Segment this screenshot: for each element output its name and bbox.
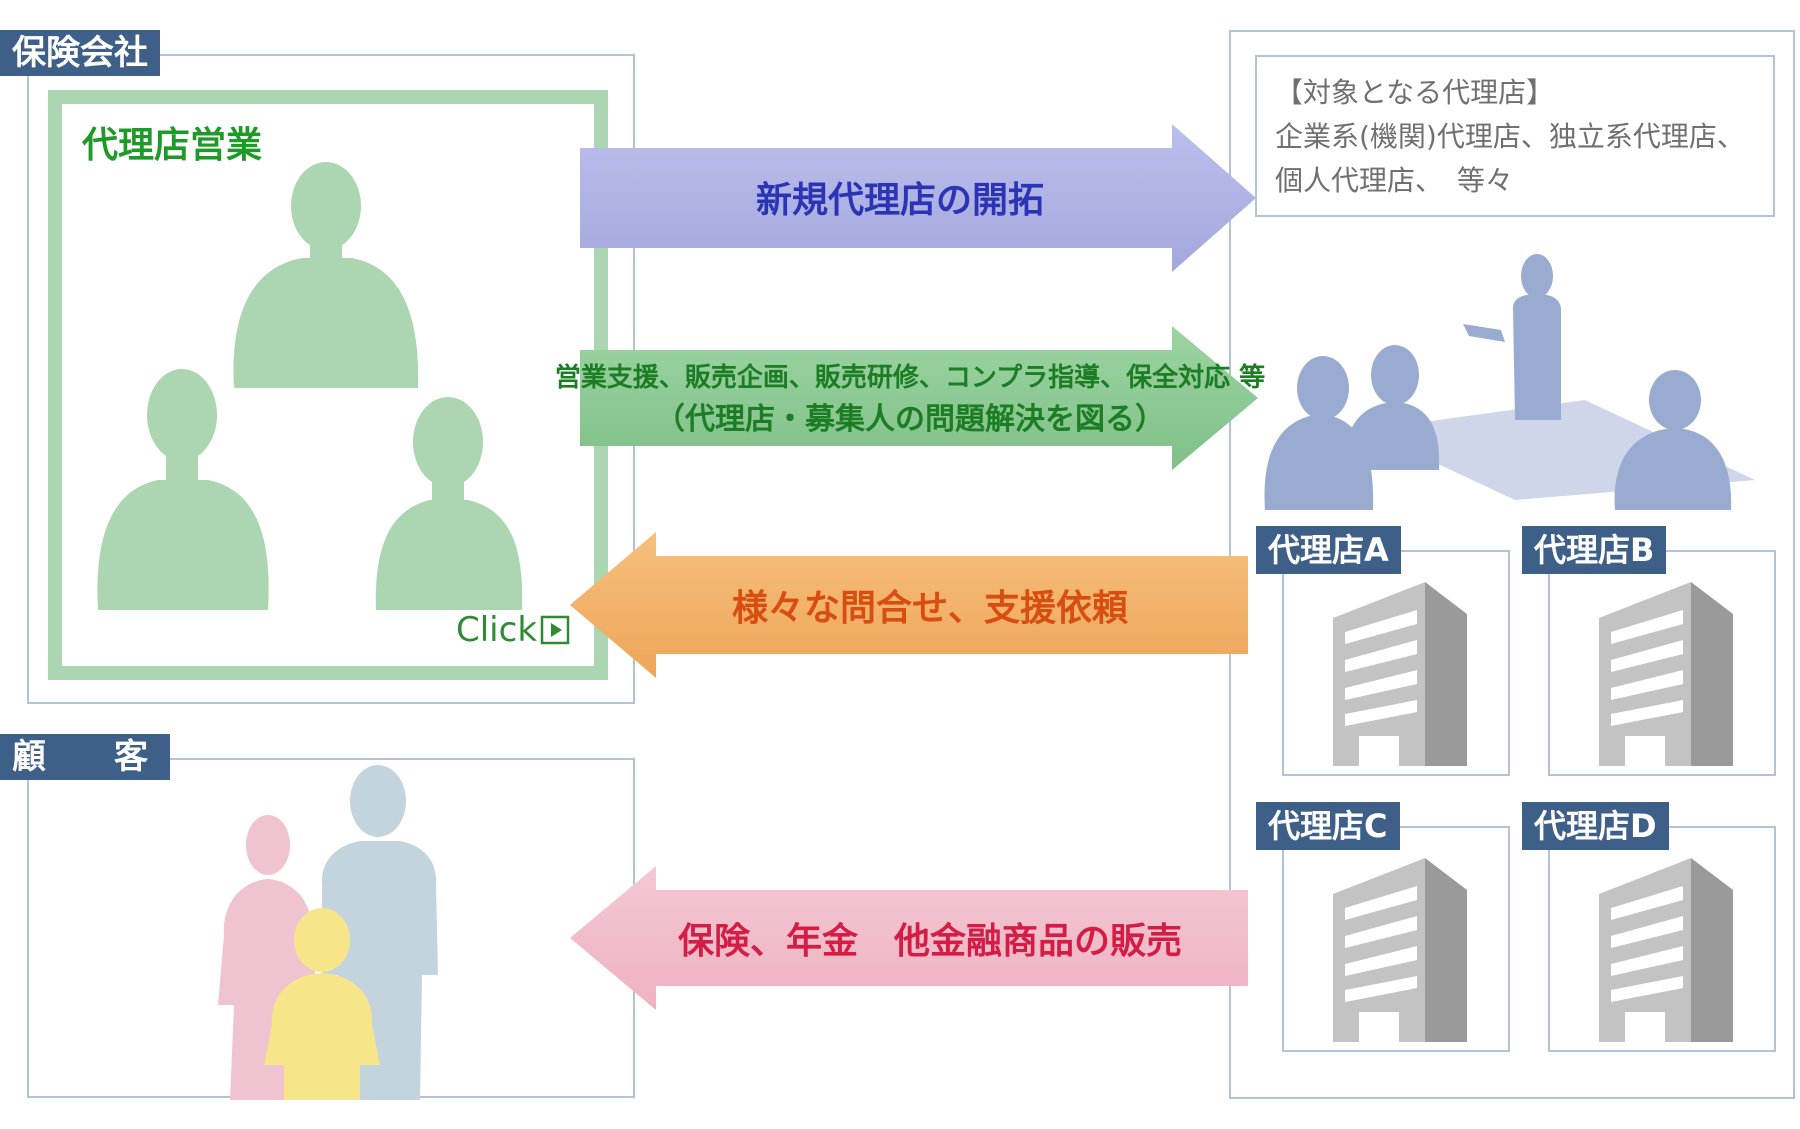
building-icon xyxy=(1333,858,1467,1042)
child-icon xyxy=(264,908,380,1100)
sales-person-icon xyxy=(375,397,523,610)
arrow-inquiries xyxy=(570,532,1248,678)
arrow-new-agency xyxy=(580,124,1256,272)
arrow-support xyxy=(580,326,1258,470)
sales-staff-silhouettes xyxy=(97,162,523,610)
click-link[interactable]: Click xyxy=(456,610,538,650)
agency-c-tag: 代理店C xyxy=(1256,802,1400,850)
arrow-sales xyxy=(570,866,1248,1010)
building-icon xyxy=(1599,582,1733,766)
support-label-line-2: （代理店・募集人の問題解決を図る） xyxy=(655,402,1165,437)
customer-family-silhouettes xyxy=(218,765,438,1100)
inquiries-label: 様々な問合せ、支援依頼 xyxy=(731,588,1128,629)
sales-person-icon xyxy=(233,162,419,388)
presenter-icon xyxy=(1463,254,1561,420)
attendee-icon xyxy=(1344,345,1440,470)
meeting-scene-illustration xyxy=(1264,254,1755,510)
agency-a-tag: 代理店A xyxy=(1256,526,1401,574)
attendee-icon xyxy=(1614,370,1732,510)
agency-d-tag: 代理店D xyxy=(1522,802,1669,850)
target-line-1: 企業系(機関)代理店、独立系代理店、 xyxy=(1275,120,1745,153)
building-icon xyxy=(1333,582,1467,766)
new-agency-label: 新規代理店の開拓 xyxy=(755,180,1044,221)
support-label-line-1: 営業支援、販売企画、販売研修、コンプラ指導、保全対応 等 xyxy=(554,363,1266,393)
sales-label: 保険、年金 他金融商品の販売 xyxy=(677,921,1182,962)
play-icon[interactable] xyxy=(540,615,570,645)
insurer-tag: 保険会社 xyxy=(0,30,160,76)
target-agencies-box: 【対象となる代理店】 企業系(機関)代理店、独立系代理店、 個人代理店、 等々 xyxy=(1255,55,1775,217)
attendee-icon xyxy=(1264,356,1374,510)
building-icon xyxy=(1599,858,1733,1042)
target-line-2: 個人代理店、 等々 xyxy=(1275,164,1514,197)
agency-b-tag: 代理店B xyxy=(1522,526,1667,574)
agency-sales-title: 代理店営業 xyxy=(82,125,263,166)
customer-tag: 顧 客 xyxy=(0,734,170,780)
target-heading: 【対象となる代理店】 xyxy=(1275,76,1555,109)
sales-person-icon xyxy=(97,369,269,610)
support-label: 営業支援、販売企画、販売研修、コンプラ指導、保全対応 等 （代理店・募集人の問題… xyxy=(555,356,1265,442)
